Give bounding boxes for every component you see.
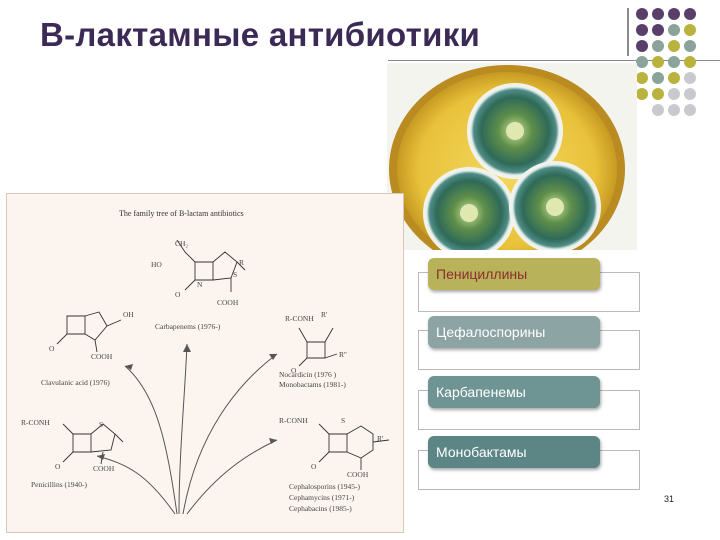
page-number: 31: [664, 494, 675, 504]
group-rconh-cephalosporin: R-CONH: [279, 416, 308, 425]
class-label-carbapenems: Карбапенемы: [428, 376, 600, 408]
group-s-penicillin: S: [99, 420, 104, 429]
group-cooh-penicillin: COOH: [93, 464, 115, 473]
group-o-penicillin: O: [55, 462, 61, 471]
class-label-monobactams: Монобактамы: [428, 436, 600, 468]
group-o-clavulanic: O: [49, 344, 55, 353]
group-o-cephalosporin: O: [311, 462, 317, 471]
label-clavulanic-acid: Clavulanic acid (1976): [41, 378, 110, 387]
group-ch2: CH₂: [175, 239, 189, 248]
label-carbapenems: Carbapenems (1976-): [155, 322, 221, 331]
group-rconh-monobactam: R-CONH: [285, 314, 314, 323]
class-item-penicillins: Пенициллины: [418, 258, 640, 312]
class-item-carbapenems: Карбапенемы: [418, 376, 640, 430]
group-s-cephalosporin: S: [341, 416, 346, 425]
group-cooh-clavulanic: COOH: [91, 352, 113, 361]
label-cephalosporins: Cephalosporins (1945-): [289, 482, 361, 491]
group-r1-cephalosporin: R': [377, 434, 384, 443]
group-rconh-penicillin: R-CONH: [21, 418, 50, 427]
petri-dish-photo: [387, 63, 637, 250]
scheme-structures-drawing: [56, 239, 390, 515]
scheme-title: The family tree of B-lactam antibiotics: [119, 209, 244, 218]
label-cephabacins: Cephabacins (1985-): [289, 504, 352, 513]
group-cooh-cephalosporin: COOH: [347, 470, 369, 479]
group-ho: HO: [151, 260, 162, 269]
divider-vertical: [627, 8, 629, 56]
class-item-monobactams: Монобактамы: [418, 436, 640, 490]
label-nocardicin: Nocardicin (1976 ): [279, 370, 337, 379]
slide-title: В-лактамные антибиотики: [40, 16, 481, 53]
class-item-cephalosporins: Цефалоспорины: [418, 316, 640, 370]
group-oh: OH: [123, 310, 134, 319]
group-cooh-carbapenem: COOH: [217, 298, 239, 307]
beta-lactam-family-tree-scheme: The family tree of B-lactam antibiotics …: [6, 193, 404, 533]
class-label-penicillins: Пенициллины: [428, 258, 600, 290]
group-r2-monobactam: R'': [339, 350, 347, 359]
group-o-monobactam: O: [291, 366, 297, 375]
group-r-carbapenem: R: [239, 258, 245, 267]
class-label-cephalosporins: Цефалоспорины: [428, 316, 600, 348]
group-r1-monobactam: R': [321, 310, 328, 319]
group-s-carbapenem: S: [233, 270, 238, 279]
group-o-carbapenem: O: [175, 290, 181, 299]
group-n-carbapenem: N: [197, 280, 203, 289]
divider-horizontal: [388, 60, 720, 61]
label-penicillins: Penicillins (1940-): [31, 480, 88, 489]
label-cephamycins: Cephamycins (1971-): [289, 493, 355, 502]
label-monobactams: Monobactams (1981-): [279, 380, 346, 389]
